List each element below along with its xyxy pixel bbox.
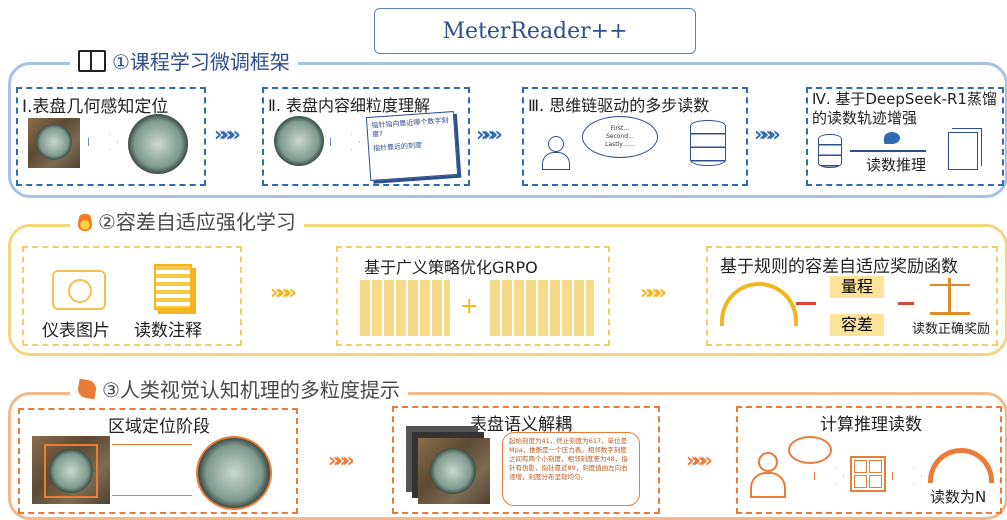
region-localization-title: 区域定位阶段 <box>108 417 210 437</box>
flow-arrow-1: »»» <box>214 122 241 146</box>
range-box: 量程 <box>830 276 884 298</box>
document-stack-icon: 指针指向靠近哪个数字刻度? 指针靠近的刻度 <box>365 111 459 181</box>
person-icon <box>540 136 570 170</box>
semantic-decoupling-title: 表盘语义解耦 <box>470 415 572 435</box>
semantic-card-text: 起始刻度为41，终止刻度为617，单位是Mpa，推断是一个压力表。相邻数字刻度之… <box>509 437 628 481</box>
correct-reward-label: 读数正确奖励 <box>912 322 991 337</box>
scale-icon <box>930 278 970 315</box>
database-icon <box>818 134 842 168</box>
grpo-matrix-left <box>360 280 450 336</box>
plus-sign: + <box>460 294 479 319</box>
section-curriculum-label: ①课程学习微调框架 <box>112 50 290 74</box>
grpo-title: 基于广义策略优化GRPO <box>364 258 538 277</box>
cloud-text: First… Second… Lastly…… <box>605 125 635 148</box>
flow-arrow-4: »»» <box>270 280 297 304</box>
section-cognitive-title: ③人类视觉认知机理的多粒度提示 <box>70 374 408 403</box>
meter-photo <box>32 436 110 504</box>
input-data-box <box>22 246 242 346</box>
grpo-box <box>336 246 610 346</box>
reward-function-title: 基于规则的容差自适应奖励函数 <box>720 257 958 277</box>
zoom-lines <box>112 444 192 496</box>
section-tolerance-label: ②容差自适应强化学习 <box>98 210 296 234</box>
thought-cloud-icon: First… Second… Lastly…… <box>582 116 658 158</box>
section-curriculum <box>8 62 1007 198</box>
meter-crop <box>196 436 272 510</box>
step-geometry-localization <box>16 87 206 186</box>
meter-image-label: 仪表图片 <box>42 321 110 341</box>
step-deepseek-label: Ⅳ. 基于DeepSeek-R1蒸馏的读数轨迹增强 <box>812 90 997 127</box>
meter-photo <box>28 118 80 168</box>
calculator-icon <box>850 456 886 492</box>
reading-annotation-label: 读数注释 <box>134 321 202 341</box>
arrow-icon <box>898 302 914 305</box>
database-icon <box>690 120 726 166</box>
section-curriculum-title: ①课程学习微调框架 <box>70 46 298 75</box>
section-cognitive-label: ③人类视觉认知机理的多粒度提示 <box>102 378 400 402</box>
arrow-icon <box>796 302 816 305</box>
meter-photo-stack <box>418 438 490 504</box>
flow-arrow-6: »»» <box>328 448 355 472</box>
fire-icon <box>78 210 92 231</box>
step-geometry-label: Ⅰ.表盘几何感知定位 <box>22 97 169 117</box>
step-content-understanding <box>262 87 470 186</box>
flow-arrow-3: »»» <box>754 122 781 146</box>
step-deepseek-distill <box>806 87 1004 186</box>
meter-crop <box>128 114 188 174</box>
step-content-label: Ⅱ. 表盘内容细粒度理解 <box>268 96 431 115</box>
arrow-line <box>850 150 926 152</box>
camera-icon <box>52 270 106 310</box>
deepseek-logo-icon <box>884 132 900 144</box>
reward-function-box <box>706 246 998 346</box>
semantic-decoupling-box <box>392 406 660 514</box>
reading-result-label: 读数为N <box>930 488 987 506</box>
book-icon <box>78 49 106 72</box>
person-icon <box>748 452 786 498</box>
reasoning-label: 读数推理 <box>866 156 927 174</box>
tolerance-box: 容差 <box>830 314 884 336</box>
rocket-icon <box>76 378 98 399</box>
section-tolerance-title: ②容差自适应强化学习 <box>70 206 304 235</box>
flow-arrow-5: »»» <box>640 280 667 304</box>
compute-reading-title: 计算推理读数 <box>820 415 922 435</box>
compute-reading-box <box>736 406 1002 514</box>
grpo-matrix-right <box>490 280 594 336</box>
app-title: MeterReader++ <box>374 8 696 54</box>
flow-arrow-7: »»» <box>686 448 713 472</box>
flow-arrow-2: »»» <box>476 122 503 146</box>
document-stack-icon <box>154 264 192 310</box>
thought-cloud-icon <box>788 436 832 464</box>
section-tolerance-rl <box>8 224 1007 356</box>
meter-crop <box>274 116 324 166</box>
document-stack-icon <box>948 132 978 170</box>
region-localization-box <box>18 408 298 514</box>
semantic-card: 起始刻度为41，终止刻度为617，单位是Mpa，推断是一个压力表。相邻数字刻度之… <box>502 432 640 506</box>
step-cot-reading <box>522 87 748 186</box>
step-cot-label: Ⅲ. 思维链驱动的多步读数 <box>528 96 710 115</box>
